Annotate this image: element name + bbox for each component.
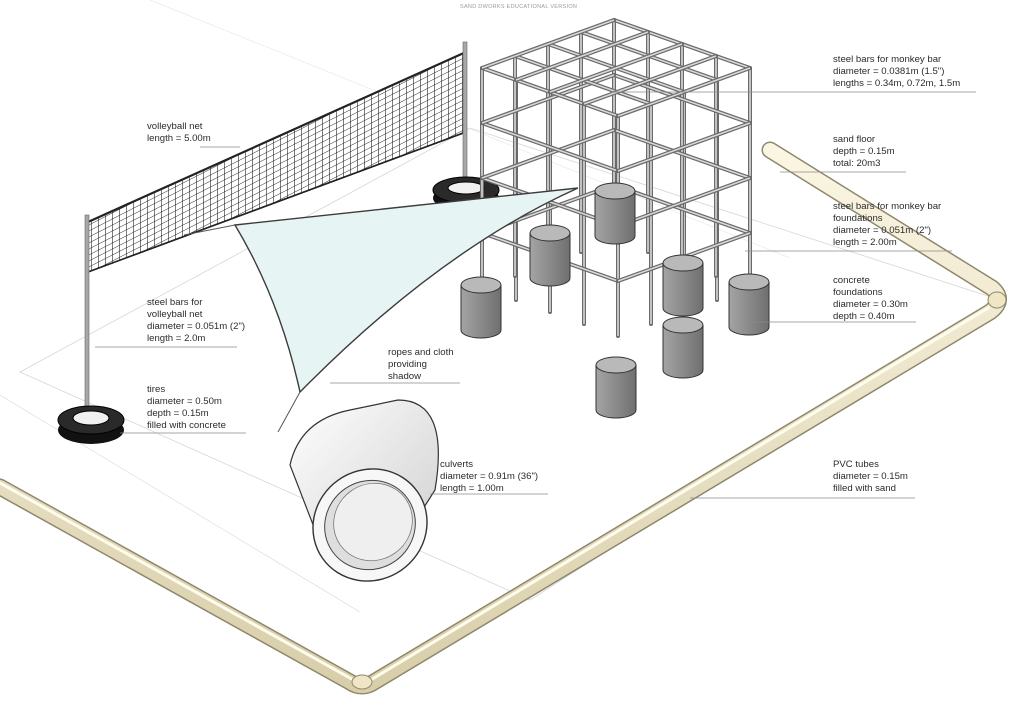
culvert [289,399,439,582]
label-concrete-foundations-line: diameter = 0.30m [833,299,908,310]
concrete-foundation [460,284,502,339]
label-steel-bars-foundations-line: foundations [833,213,883,224]
concrete-foundation-top [594,182,636,200]
concrete-foundation [594,190,636,245]
concrete-foundation-top [662,254,704,272]
concrete-foundation [662,324,704,379]
concrete-foundation [662,262,704,317]
label-tires-line: filled with concrete [147,420,226,431]
label-pvc-tubes-line: filled with sand [833,483,896,494]
label-volleyball-net-line: length = 5.00m [147,133,211,144]
steel-bar-horizontal-highlight [481,122,619,172]
label-steel-bars-net: steel bars for volleyball net diameter =… [147,297,248,344]
label-culverts-line: length = 1.00m [440,483,504,494]
leader-lines [95,91,976,499]
label-culverts-title: culverts [440,459,473,470]
label-tires-line: depth = 0.15m [147,408,209,419]
concrete-foundation-top [529,224,571,242]
steel-bar-horizontal-highlight [617,177,751,227]
label-steel-bars-foundations-line: diameter = 0.051m (2") [833,225,931,236]
label-steel-bars-net-line: length = 2.0m [147,333,205,344]
label-ropes-cloth-line: shadow [388,371,421,382]
tire-left [57,405,125,444]
shade-cloth [183,187,579,433]
label-steel-bars-net-line: diameter = 0.051m (2") [147,321,245,332]
concrete-foundation [595,364,637,419]
annotation-labels: volleyball net length = 5.00m steel bars… [147,54,960,494]
label-sand-floor-line: total: 20m3 [833,158,880,169]
label-ropes-cloth-title: ropes and cloth [388,347,454,358]
label-steel-bars-foundations-line: length = 2.00m [833,237,897,248]
label-sand-floor-title: sand floor [833,134,876,145]
label-volleyball-net: volleyball net length = 5.00m [147,121,211,144]
concrete-foundation-top [662,316,704,334]
label-concrete-foundations-title: concrete [833,275,870,286]
label-pvc-tubes: PVC tubes diameter = 0.15m filled with s… [833,459,911,494]
label-concrete-foundations-line: foundations [833,287,883,298]
label-pvc-tubes-title: PVC tubes [833,459,879,470]
pvc-tube-border [0,141,1007,695]
label-steel-bars-monkey-line: diameter = 0.0381m (1.5") [833,66,944,77]
steel-bar-horizontal-highlight [481,19,615,69]
label-tires-title: tires [147,384,165,395]
steel-bar-horizontal-highlight [617,122,751,172]
label-steel-bars-foundations-title: steel bars for monkey bar [833,201,942,212]
concrete-foundation-top [460,276,502,294]
label-ropes-cloth-line: providing [388,359,427,370]
label-sand-floor: sand floor depth = 0.15m total: 20m3 [833,134,897,169]
watermark-text: SAND DWORKS EDUCATIONAL VERSION [460,4,577,10]
label-concrete-foundations: concrete foundations diameter = 0.30m de… [833,275,911,322]
label-volleyball-net-title: volleyball net [147,121,203,132]
label-concrete-foundations-line: depth = 0.40m [833,311,895,322]
steel-bar-horizontal-highlight [481,129,615,179]
label-steel-bars-monkey-title: steel bars for monkey bar [833,54,942,65]
label-sand-floor-line: depth = 0.15m [833,146,895,157]
label-tires-line: diameter = 0.50m [147,396,222,407]
concrete-foundation-top [728,273,770,291]
label-steel-bars-net-line: volleyball net [147,309,203,320]
label-steel-bars-net-title: steel bars for [147,297,203,308]
steel-bar-horizontal-highlight [515,31,649,81]
concrete-foundation-top [595,356,637,374]
label-pvc-tubes-line: diameter = 0.15m [833,471,908,482]
label-steel-bars-monkey: steel bars for monkey bar diameter = 0.0… [833,54,960,89]
label-tires: tires diameter = 0.50m depth = 0.15m fil… [147,384,226,431]
label-culverts-line: diameter = 0.91m (36") [440,471,538,482]
steel-bar-horizontal-highlight [613,129,751,179]
steel-bar-horizontal-highlight [613,184,751,234]
label-ropes-cloth: ropes and cloth providing shadow [388,347,456,382]
concrete-foundation [529,232,571,287]
label-steel-bars-monkey-line: lengths = 0.34m, 0.72m, 1.5m [833,78,960,89]
label-culverts: culverts diameter = 0.91m (36") length =… [440,459,541,494]
label-steel-bars-foundations: steel bars for monkey bar foundations di… [833,201,944,248]
steel-bar-horizontal-highlight [549,43,683,93]
steel-bar-horizontal-highlight [583,55,717,105]
